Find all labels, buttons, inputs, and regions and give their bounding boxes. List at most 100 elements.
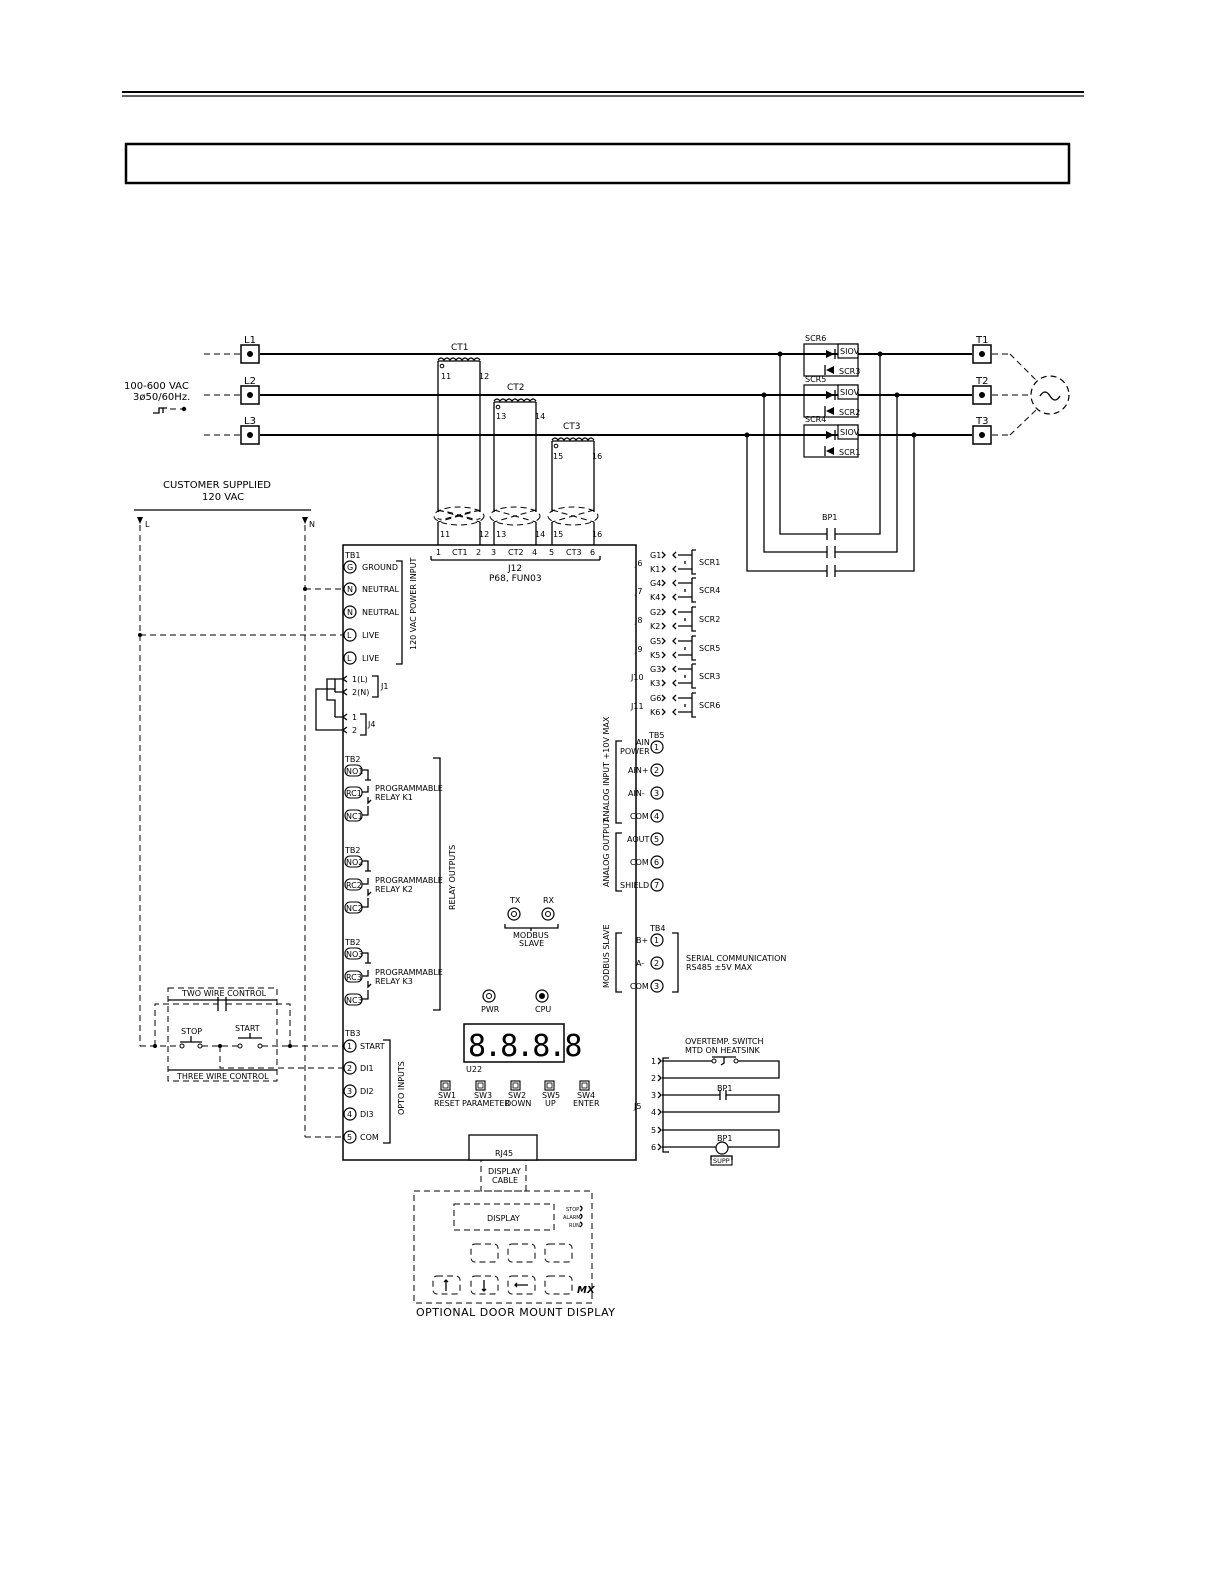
scr-conn-4-k: K3 [650, 679, 660, 688]
relay-k3-tb: TB2 [344, 938, 360, 947]
scr-conn-5-g: G6 [650, 694, 661, 703]
switch-0-label: RESET [434, 1099, 460, 1108]
ct-twisted-pairs [433, 506, 599, 545]
tb1-block: TB1 G GROUND N NEUTRAL N NEUTRAL L LIVE … [343, 551, 418, 665]
j12-top-13: 13 [496, 530, 506, 539]
customer-n-label: N [309, 520, 315, 529]
relay-k3: TB2 NO3 RC3 NC3 PROGRAMMABLE RELAY K3 [344, 938, 443, 1006]
title-box [124, 142, 1071, 185]
tb1-sym-0: G [347, 563, 353, 572]
tb5-sym-3: 4 [654, 812, 659, 821]
led-cpu-label: CPU [535, 1005, 551, 1014]
relay-k3-rc: RC3 [346, 973, 362, 982]
j12-pin-1: 1 [436, 548, 441, 557]
j5-bp1-b: BP1 [717, 1134, 732, 1143]
scr-conn-5-scr: SCR6 [699, 701, 720, 710]
door-key-enter [507, 1275, 536, 1295]
door-key-blank-4 [544, 1275, 573, 1295]
terminal-l3: L3 [240, 416, 260, 445]
j4-name: J4 [367, 720, 375, 729]
relay-k1-no: NO1 [346, 767, 363, 776]
ct3-label: CT3 [563, 422, 581, 432]
tb1-sym-4: L [347, 654, 352, 663]
tb5-label-6: SHIELD [620, 881, 649, 890]
header-rules [122, 91, 1084, 97]
scr-pair-1: SCR6 SIOV SCR3 [777, 334, 883, 377]
j5-name: J5 [633, 1102, 641, 1111]
led-pwr-label: PWR [481, 1005, 500, 1014]
ct2-pin-a: 13 [496, 412, 506, 421]
scr-conn-4-j: J10 [630, 673, 644, 682]
relay-k3-no: NO3 [346, 950, 363, 959]
door-key-blank-2 [507, 1243, 536, 1263]
tb3-sym-0: 1 [347, 1042, 352, 1051]
customer-l-label: L [145, 520, 150, 529]
door-key-blank-3 [544, 1243, 573, 1263]
scr-conn-2-scr: SCR2 [699, 615, 720, 624]
relay-k1-l2: RELAY K1 [375, 793, 413, 802]
j12-top-16: 16 [592, 530, 602, 539]
relay-k2-rc: RC2 [346, 881, 362, 890]
rj45-label: RJ45 [495, 1149, 513, 1158]
tb1-label-0: GROUND [362, 563, 398, 572]
ct1-pin-b: 12 [479, 372, 489, 381]
modbus-label-2: SLAVE [519, 939, 544, 948]
j5-overtemp-1: OVERTEMP. SWITCH [685, 1037, 764, 1046]
switch-4-label: ENTER [573, 1099, 600, 1108]
tb3-block: TB3 1 START 2 DI1 3 DI2 4 DI3 5 COM OPTO… [343, 1029, 406, 1144]
terminal-t1: T1 [972, 335, 992, 364]
relay-k3-l2: RELAY K3 [375, 977, 413, 986]
ct1: CT1 11 12 [437, 343, 489, 512]
tb1-label-4: LIVE [362, 654, 379, 663]
tb1-label-2: NEUTRAL [362, 608, 399, 617]
j5-supp: SUPP [713, 1157, 730, 1165]
relay-k2-tb: TB2 [344, 846, 360, 855]
terminal-l3-label: L3 [244, 416, 256, 427]
scr-conn-5-k: K6 [650, 708, 660, 717]
tb3-label-1: DI1 [360, 1064, 374, 1073]
terminal-t2: T2 [972, 376, 992, 405]
relay-k2-nc: NC2 [346, 904, 363, 913]
j12-name: J12 [507, 564, 522, 574]
scr-pair-2-top: SCR5 [805, 375, 826, 384]
ct3-pin-b: 16 [592, 452, 602, 461]
j12-ct1: CT1 [452, 548, 468, 557]
scr-conn-1-scr: SCR4 [699, 586, 720, 595]
supply-label: 100-600 VAC 3ø50/60Hz. [124, 381, 190, 414]
board-switches: SW1 RESET SW3 PARAMETER SW2 DOWN SW5 UP … [434, 1080, 600, 1108]
tb5-sym-5: 6 [654, 858, 659, 867]
tb5-sym-6: 7 [654, 881, 659, 890]
supply-voltage: 100-600 VAC [124, 381, 189, 392]
tb3-label-2: DI2 [360, 1087, 374, 1096]
j5-pin-6: 6 [651, 1143, 656, 1152]
tb1-sym-3: L [347, 631, 352, 640]
bypass-label: BP1 [822, 513, 837, 522]
tb4-block: TB4 1 B+ 2 A- 3 COM MODBUS SLAVE SERIAL … [602, 924, 786, 993]
scr-conn-0-k: K1 [650, 565, 660, 574]
terminal-l1: L1 [240, 335, 260, 364]
j12-pin-6: 6 [590, 548, 595, 557]
modbus-label-1: MODBUS [513, 931, 549, 940]
tb4-name: TB4 [649, 924, 665, 933]
motor-symbol [992, 353, 1070, 436]
tb3-sym-3: 4 [347, 1110, 352, 1119]
door-key-up [432, 1275, 461, 1295]
relay-outputs-label: RELAY OUTPUTS [448, 845, 457, 910]
tb1-label-3: LIVE [362, 631, 379, 640]
scr-pair-3: SCR4 SIOV SCR1 [744, 415, 917, 458]
tb5-label-0b: POWER [620, 747, 650, 756]
j12-top-15: 15 [553, 530, 563, 539]
j1-name: J1 [380, 682, 388, 691]
door-mount-display: DISPLAY STOP ALARM RUN MX OPTIONAL DOOR … [413, 1190, 615, 1319]
relay-k2-l1: PROGRAMMABLE [375, 876, 443, 885]
led-rx-label: RX [543, 896, 555, 905]
tb5-label-5: COM [630, 858, 649, 867]
customer-supplied-label: CUSTOMER SUPPLIED [163, 480, 271, 491]
ct2-label: CT2 [507, 383, 525, 393]
relay-k2-no: NO2 [346, 858, 363, 867]
tb4-sym-1: 2 [654, 959, 659, 968]
scr-conn-3-k: K5 [650, 651, 660, 660]
seven-seg-ref: U22 [466, 1065, 482, 1074]
relay-k1: TB2 NO1 RC1 NC1 PROGRAMMABLE RELAY K1 [344, 755, 443, 822]
j5-pin-1: 1 [651, 1057, 656, 1066]
